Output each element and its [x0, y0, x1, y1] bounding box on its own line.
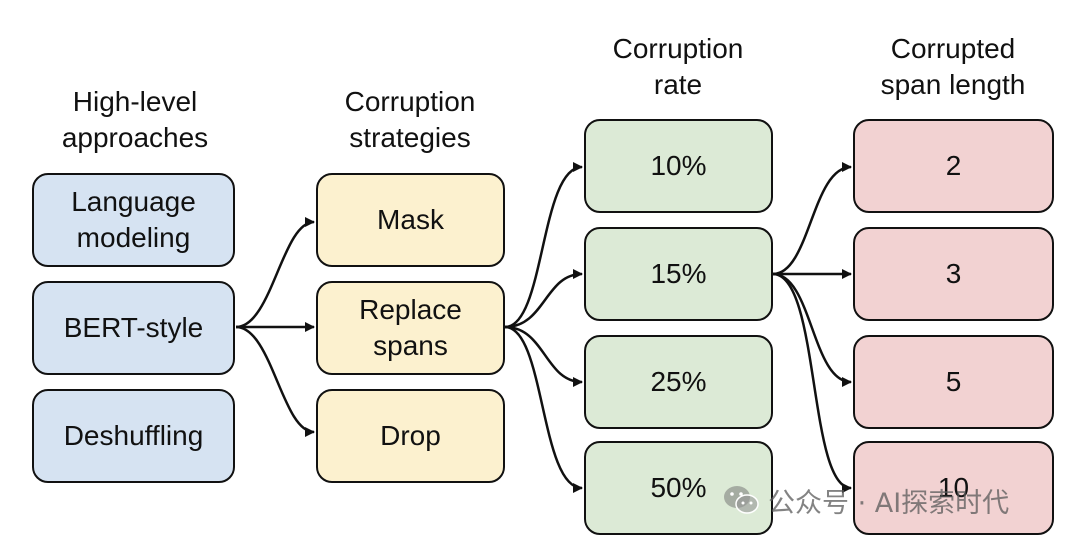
arrow-replace-to-10: [504, 162, 583, 329]
arrow-bert-to-drop: [235, 325, 315, 437]
rate-25: 25%: [584, 335, 773, 429]
span-length-10: 10: [853, 441, 1054, 535]
arrow-replace-to-50: [504, 325, 583, 493]
span-lengths-header: Corrupted span length: [880, 33, 1026, 100]
arrow-replace-to-25: [504, 325, 583, 387]
watermark: 公众号 · AI探索时代: [722, 478, 1009, 522]
approach-language-modeling: Language modeling: [32, 173, 235, 267]
rates-header: Corruption rate: [612, 33, 744, 100]
arrow-replace-to-15: [504, 269, 583, 329]
strategy-replace-spans: Replace spans: [316, 281, 505, 375]
approach-deshuffling: Deshuffling: [32, 389, 235, 483]
rate-15: 15%: [584, 227, 773, 321]
span-length-2: 2: [853, 119, 1054, 213]
strategies-header: Corruption strategies: [344, 86, 476, 153]
arrow-15-to-2: [772, 162, 852, 276]
wechat-icon: [724, 486, 759, 514]
approaches-header: High-level approaches: [61, 86, 209, 153]
strategy-mask: Mask: [316, 173, 505, 267]
strategy-drop: Drop: [316, 389, 505, 483]
arrow-15-to-10: [772, 272, 852, 493]
watermark-text: 公众号 · AI探索时代: [768, 487, 1010, 519]
span-length-3: 3: [853, 227, 1054, 321]
approach-bert-style: BERT-style: [32, 281, 235, 375]
rate-10: 10%: [584, 119, 773, 213]
span-length-5: 5: [853, 335, 1054, 429]
arrow-bert-to-mask: [235, 217, 315, 329]
